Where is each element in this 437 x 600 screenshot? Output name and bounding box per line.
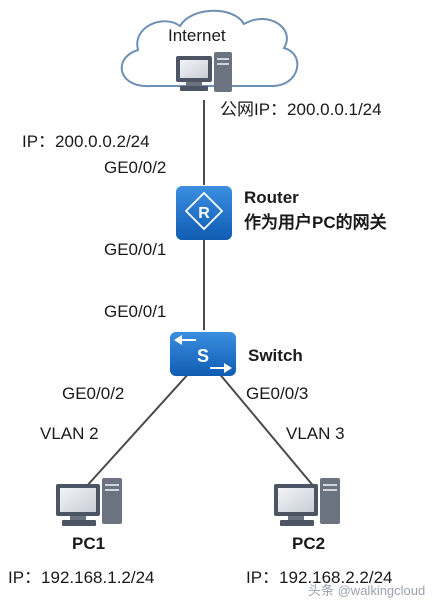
router-lan-port: GE0/0/1	[104, 240, 167, 259]
vlan-pc2: VLAN 3	[286, 424, 345, 443]
internet-host-icon	[176, 52, 232, 92]
switch-name: Switch	[248, 346, 303, 365]
switch-icon: S	[170, 332, 236, 376]
pc2-icon	[274, 478, 340, 526]
switch-port-pc2: GE0/0/3	[246, 384, 309, 403]
router-role: 作为用户PC的网关	[244, 213, 387, 232]
router-wan-ip: IP：200.0.0.2/24	[22, 132, 150, 151]
cloud-label: Internet	[168, 26, 226, 45]
pc1-icon	[56, 478, 122, 526]
router-wan-port: GE0/0/2	[104, 158, 167, 177]
watermark: 头条 @walkingcloud	[308, 583, 426, 598]
pc1-name: PC1	[72, 534, 106, 553]
vlan-pc1: VLAN 2	[40, 424, 99, 443]
pc2-ip: IP：192.168.2.2/24	[246, 568, 393, 587]
link-switch-pc2	[217, 371, 316, 489]
internet-host-ip: 公网IP：200.0.0.1/24	[220, 100, 382, 119]
switch-uplink-port: GE0/0/1	[104, 302, 167, 321]
pc1-ip: IP：192.168.1.2/24	[8, 568, 155, 587]
internet-cloud-icon	[120, 9, 299, 88]
pc2-name: PC2	[292, 534, 326, 553]
router-name: Router	[244, 188, 299, 207]
link-switch-pc1	[84, 371, 191, 489]
router-icon: R	[176, 186, 232, 240]
router-icon-letter: R	[198, 205, 210, 222]
switch-icon-letter: S	[197, 346, 209, 366]
switch-port-pc1: GE0/0/2	[62, 384, 125, 403]
